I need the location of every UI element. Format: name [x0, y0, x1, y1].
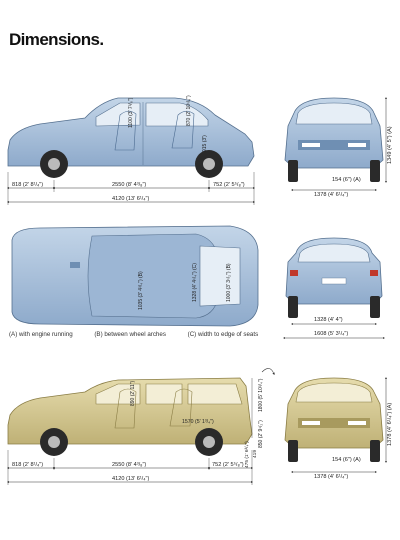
estate-interior-1: 890 (2' 11") [130, 381, 136, 406]
saloon-wheelbase: 2550 (8' 4³/₈") [112, 182, 146, 188]
estate-front-track: 1378 (4' 6¹/₄") [314, 474, 348, 480]
saloon-rear-track: 1328 (4' 4") [314, 317, 343, 323]
legend-c: (C) width to edge of seats [187, 331, 259, 338]
estate-ground-clearance: 154 (6") (A) [332, 457, 361, 463]
estate-length: 4120 (13' 6¹/₄") [112, 476, 150, 482]
saloon-rear-overhang: 752 (2' 5⁵/₈") [213, 181, 245, 188]
saloon-front-track: 1378 (4' 6¹/₄") [314, 192, 348, 198]
saloon-top-view: 1035 (3' 4³/₄") (B) 1328 (4' 4¹/₄") (C) … [11, 225, 259, 327]
saloon-height: 1349 (4' 5") (A) [387, 126, 393, 164]
saloon-front-view: 1349 (4' 5") (A) 154 (6") (A) 1378 (4' 6… [284, 97, 393, 198]
saloon-rear-view: 1328 (4' 4") 1608 (5' 3¹/₄") [283, 237, 385, 339]
page-title: Dimensions. [9, 30, 104, 49]
saloon-interior-3: 915 (3') [202, 135, 208, 152]
estate-front-view: 1378 (4' 6¹/₄") (A) 154 (6") (A) 1378 (4… [284, 377, 393, 480]
saloon-ground-clearance: 154 (6") (A) [332, 177, 361, 183]
estate-tailgate-height: 1800 (5' 10³/₄") [258, 378, 264, 412]
legend-b: (B) between wheel arches [94, 331, 166, 338]
saloon-top-width-3: 1000 (3' 3¹/₂") (B) [226, 263, 232, 302]
estate-wheelbase: 2550 (8' 4³/₈") [112, 462, 146, 468]
estate-opening-height: 850 (2' 9¹/₂") [258, 420, 264, 448]
saloon-side-view: 1100 (3' 7³/₈") 870 (2' 10¹/₄") 915 (3')… [7, 95, 255, 205]
legend-a: (A) with engine running [9, 331, 73, 338]
estate-rear-overhang: 752 (2' 5⁵/₈") [212, 461, 244, 468]
estate-sill-height: 419 [252, 450, 258, 458]
estate-height: 1378 (4' 6¹/₄") (A) [387, 403, 393, 446]
saloon-interior-1: 1100 (3' 7³/₈") [128, 97, 134, 128]
saloon-front-overhang: 818 (2' 8¹/₄") [12, 182, 43, 188]
saloon-interior-2: 870 (2' 10¹/₄") [186, 95, 192, 126]
saloon-top-width-b: 1035 (3' 4³/₄") (B) [138, 271, 144, 310]
saloon-length: 4120 (13' 6¹/₄") [112, 196, 150, 202]
estate-load-length: 1570 (5' 1³/₄") [182, 419, 214, 425]
legend: (A) with engine running (B) between whee… [9, 331, 278, 338]
saloon-width: 1608 (5' 3¹/₄") [314, 331, 348, 337]
estate-sill-height-2: 475 (1' 6³/₄") [244, 441, 250, 468]
saloon-top-width-c: 1328 (4' 4¹/₄") (C) [192, 263, 198, 302]
estate-front-overhang: 818 (2' 8¹/₄") [12, 462, 43, 468]
estate-side-view: 890 (2' 11") 1570 (5' 1³/₄") 1800 (5' 10… [7, 368, 275, 485]
